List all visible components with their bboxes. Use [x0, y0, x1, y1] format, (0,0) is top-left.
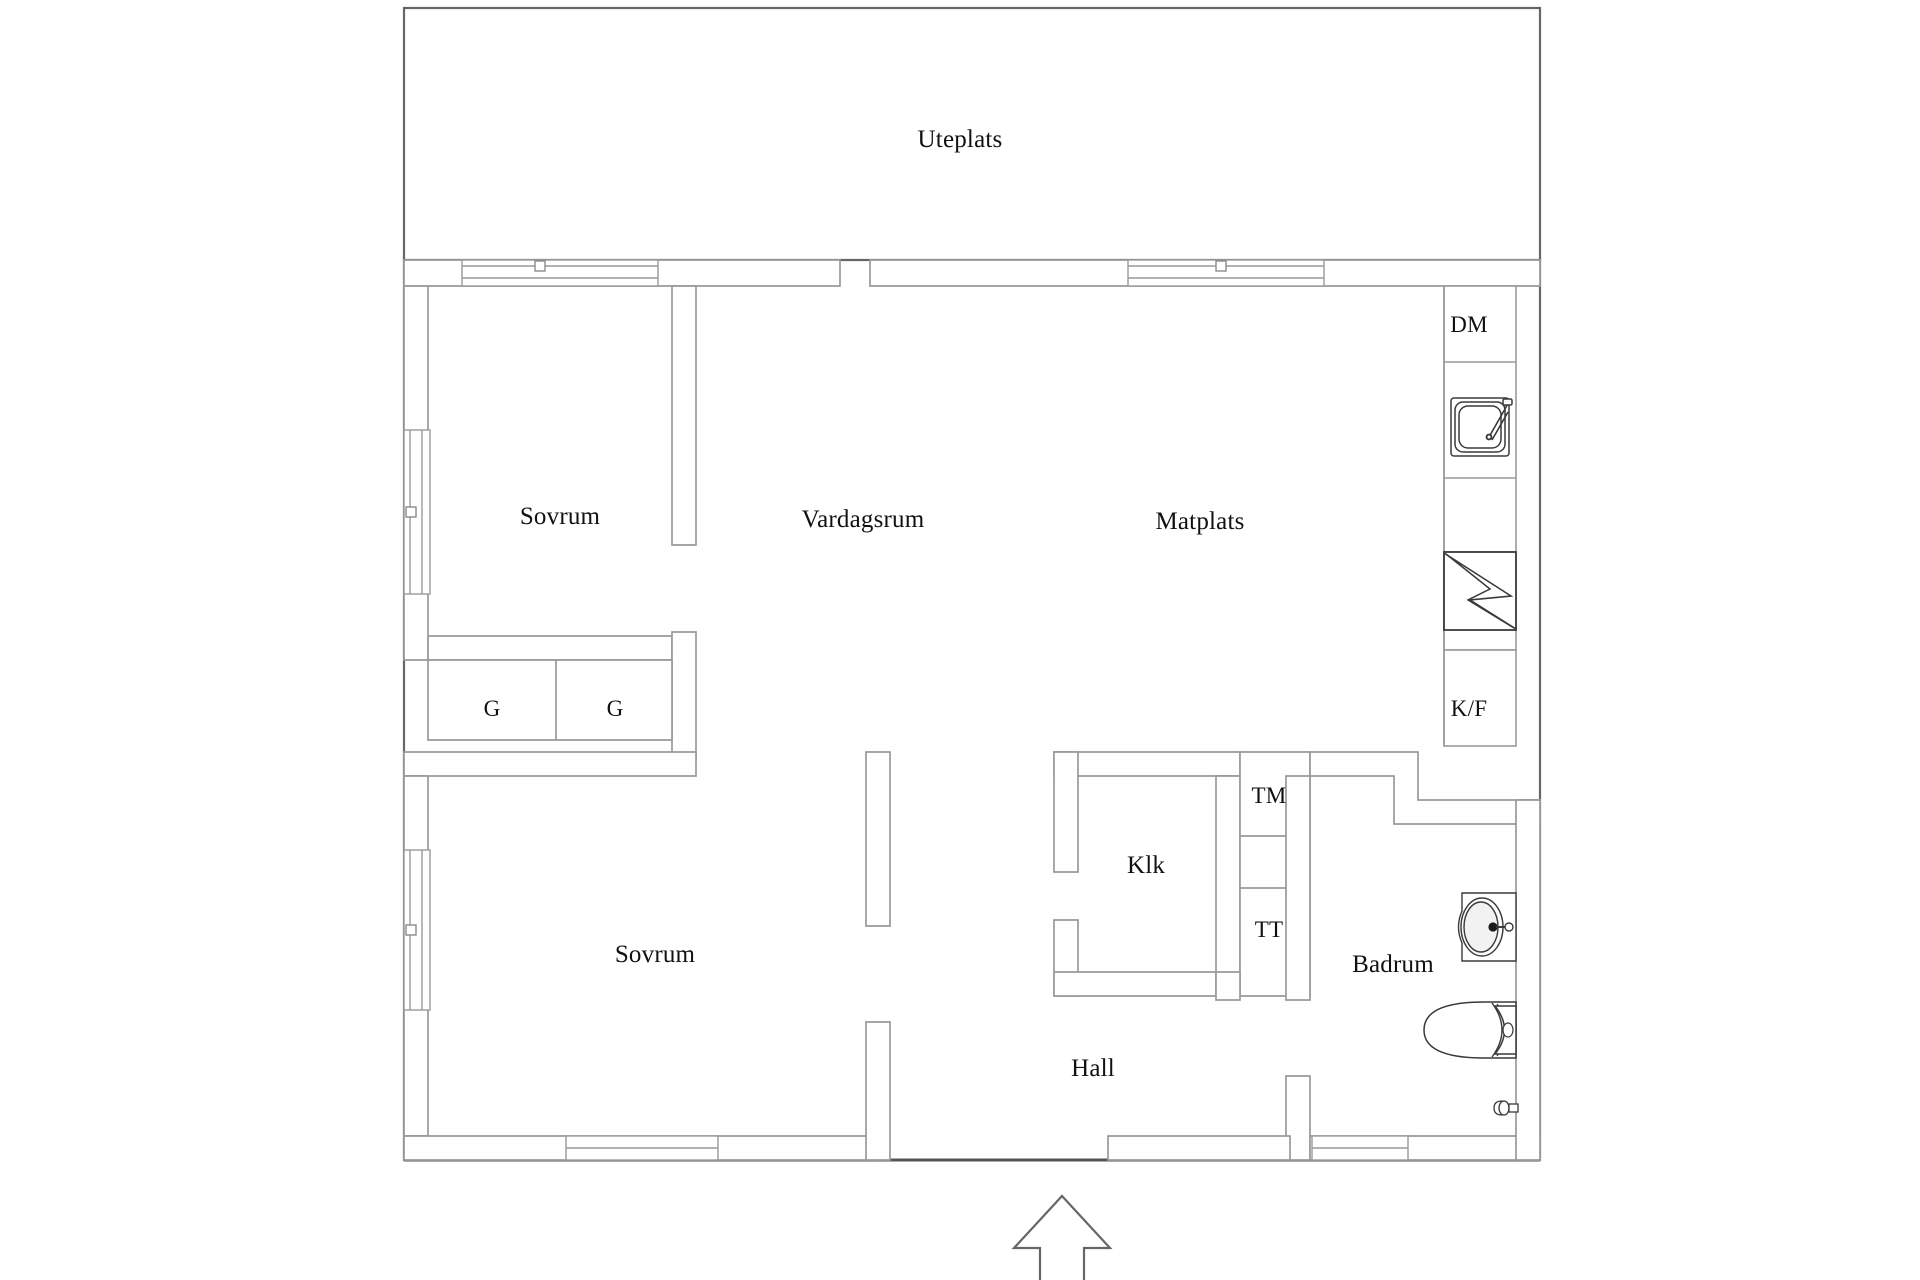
closet-label-g-2: G: [606, 696, 624, 721]
room-label-klk: Klk: [1126, 852, 1166, 879]
floor-drain-icon: [1493, 1100, 1519, 1116]
stove-hob-icon: [1443, 551, 1517, 631]
room-label-vardagsrum: Vardagsrum: [801, 506, 925, 533]
washbasin-icon: [1457, 892, 1517, 962]
entrance-direction-arrow: [1011, 1194, 1113, 1280]
room-label-badrum: Badrum: [1352, 951, 1434, 978]
room-label-hall: Hall: [1071, 1055, 1115, 1082]
interior-walls: [403, 259, 1541, 1161]
kitchen-counter-run: [1443, 285, 1517, 747]
win-top-left: [461, 259, 659, 287]
appliance-label-tm: TM: [1251, 783, 1287, 808]
room-label-uteplats: Uteplats: [917, 126, 1003, 153]
toilet-icon: [1423, 1001, 1517, 1059]
appliance-label-kf: K/F: [1450, 696, 1488, 721]
win-bottom-left: [565, 1135, 719, 1161]
room-label-sovrum-top: Sovrum: [519, 503, 601, 530]
room-label-matplats: Matplats: [1155, 508, 1245, 535]
outer-walls: [402, 6, 1542, 1162]
closet-label-g-1: G: [483, 696, 501, 721]
appliance-label-tt: TT: [1254, 917, 1284, 942]
win-bottom-right: [1311, 1135, 1409, 1161]
win-left-lower: [403, 849, 431, 1011]
win-top-right: [1127, 259, 1325, 287]
room-label-sovrum-bottom: Sovrum: [614, 941, 696, 968]
kitchen-sink-icon: [1450, 397, 1513, 457]
win-left-upper: [403, 429, 431, 595]
appliance-label-dm: DM: [1450, 312, 1488, 337]
